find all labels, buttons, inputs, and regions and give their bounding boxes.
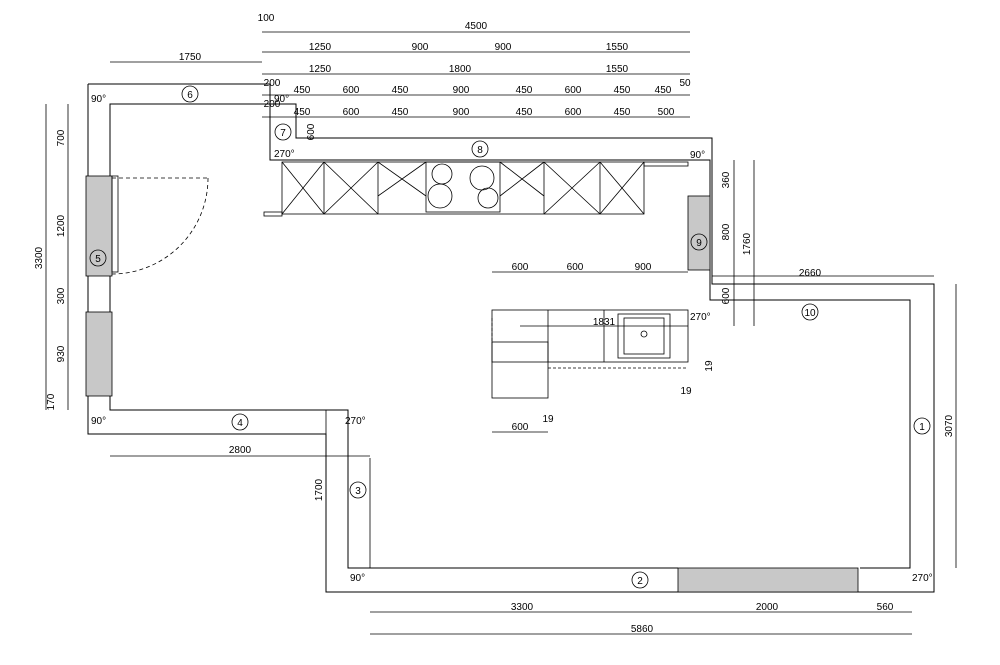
dim-label: 450 [294, 85, 311, 96]
dim-label: 3300 [34, 246, 45, 269]
dim-label: 1750 [179, 52, 202, 63]
svg-text:10: 10 [804, 308, 816, 319]
dim-label: 360 [721, 171, 732, 188]
dim-label: 3070 [944, 414, 955, 437]
dim-label: 1800 [449, 64, 472, 75]
dim-label: 3300 [511, 602, 534, 613]
dim-label: 2000 [756, 602, 779, 613]
dim-label: 1550 [606, 64, 629, 75]
wall-label-2: 2 [631, 571, 649, 589]
window-bottom [677, 567, 859, 593]
dim-label: 1760 [742, 232, 753, 255]
island-block [491, 309, 689, 399]
dim-label: 4500 [465, 21, 488, 32]
dim-label: 930 [56, 345, 67, 362]
dim-label: 450 [614, 107, 631, 118]
dim-label: 600 [343, 85, 360, 96]
angle-label: 90° [350, 573, 365, 584]
svg-text:5: 5 [95, 254, 101, 265]
wall-label-5: 5 [89, 249, 107, 267]
dim-label: 50 [679, 78, 691, 89]
dimension-lines-top [110, 31, 690, 118]
dim-label: 450 [516, 107, 533, 118]
dim-label: 19 [542, 414, 554, 425]
dim-label: 450 [294, 107, 311, 118]
dim-label: 170 [46, 393, 57, 410]
angle-label: 90° [91, 416, 106, 427]
dim-label: 600 [512, 422, 529, 433]
dim-label: 450 [655, 85, 672, 96]
dim-label: 1700 [314, 478, 325, 501]
wall-label-1: 1 [913, 417, 931, 435]
angle-label: 90° [91, 94, 106, 105]
svg-text:7: 7 [280, 128, 286, 139]
svg-text:4: 4 [237, 418, 243, 429]
top-cabinet-run [263, 161, 689, 217]
dim-label: 600 [306, 123, 317, 140]
dim-label: 200 [264, 78, 281, 89]
dim-label: 450 [614, 85, 631, 96]
window-right [687, 195, 711, 271]
svg-text:9: 9 [696, 238, 702, 249]
door-swing [111, 175, 209, 275]
svg-text:8: 8 [477, 145, 483, 156]
dim-label: 450 [516, 85, 533, 96]
svg-text:6: 6 [187, 90, 193, 101]
wall-label-3: 3 [349, 481, 367, 499]
dim-label: 700 [56, 129, 67, 146]
dim-label: 19 [704, 360, 715, 372]
angle-label: 270° [274, 149, 295, 160]
svg-text:2: 2 [637, 576, 643, 587]
angle-label: 270° [345, 416, 366, 427]
dimension-lines-bottom [110, 410, 912, 635]
dim-label: 600 [512, 262, 529, 273]
dim-label: 600 [343, 107, 360, 118]
dim-label: 900 [635, 262, 652, 273]
dim-label: 100 [258, 13, 275, 24]
angle-label: 90° [274, 94, 289, 105]
dim-label: 900 [412, 42, 429, 53]
dim-label: 800 [721, 223, 732, 240]
dim-label: 560 [877, 602, 894, 613]
wall-label-9: 9 [690, 233, 708, 251]
dim-label: 1550 [606, 42, 629, 53]
dim-label: 1250 [309, 42, 332, 53]
dim-label: 450 [392, 107, 409, 118]
dimension-lines-left [45, 104, 69, 410]
wall-label-8: 8 [471, 140, 489, 158]
dim-label: 1831 [593, 317, 616, 328]
angle-label: 90° [690, 150, 705, 161]
wall-label-6: 6 [181, 85, 199, 103]
room-walls [87, 83, 935, 593]
dim-label: 600 [567, 262, 584, 273]
dim-label: 500 [658, 107, 675, 118]
dim-label: 900 [495, 42, 512, 53]
angle-label: 270° [912, 573, 933, 584]
window-left-upper [85, 175, 113, 277]
dim-label: 900 [453, 107, 470, 118]
dim-label: 200 [264, 99, 281, 110]
dim-label: 19 [680, 386, 692, 397]
dim-label: 1200 [56, 214, 67, 237]
wall-label-4: 4 [231, 413, 249, 431]
dim-label: 450 [392, 85, 409, 96]
dim-label: 1250 [309, 64, 332, 75]
dim-label: 900 [453, 85, 470, 96]
wall-label-7: 7 [274, 123, 292, 141]
dim-label: 600 [565, 107, 582, 118]
wall-label-10: 10 [801, 303, 819, 321]
window-left-lower [85, 311, 113, 397]
svg-text:1: 1 [919, 422, 925, 433]
dim-label: 2660 [799, 268, 822, 279]
dim-label: 2800 [229, 445, 252, 456]
svg-text:3: 3 [355, 486, 361, 497]
dim-label: 5860 [631, 624, 654, 635]
dim-label: 600 [565, 85, 582, 96]
angle-label: 270° [690, 312, 711, 323]
dim-label: 600 [721, 287, 732, 304]
dimension-lines-right [492, 160, 957, 568]
dim-label: 300 [56, 287, 67, 304]
